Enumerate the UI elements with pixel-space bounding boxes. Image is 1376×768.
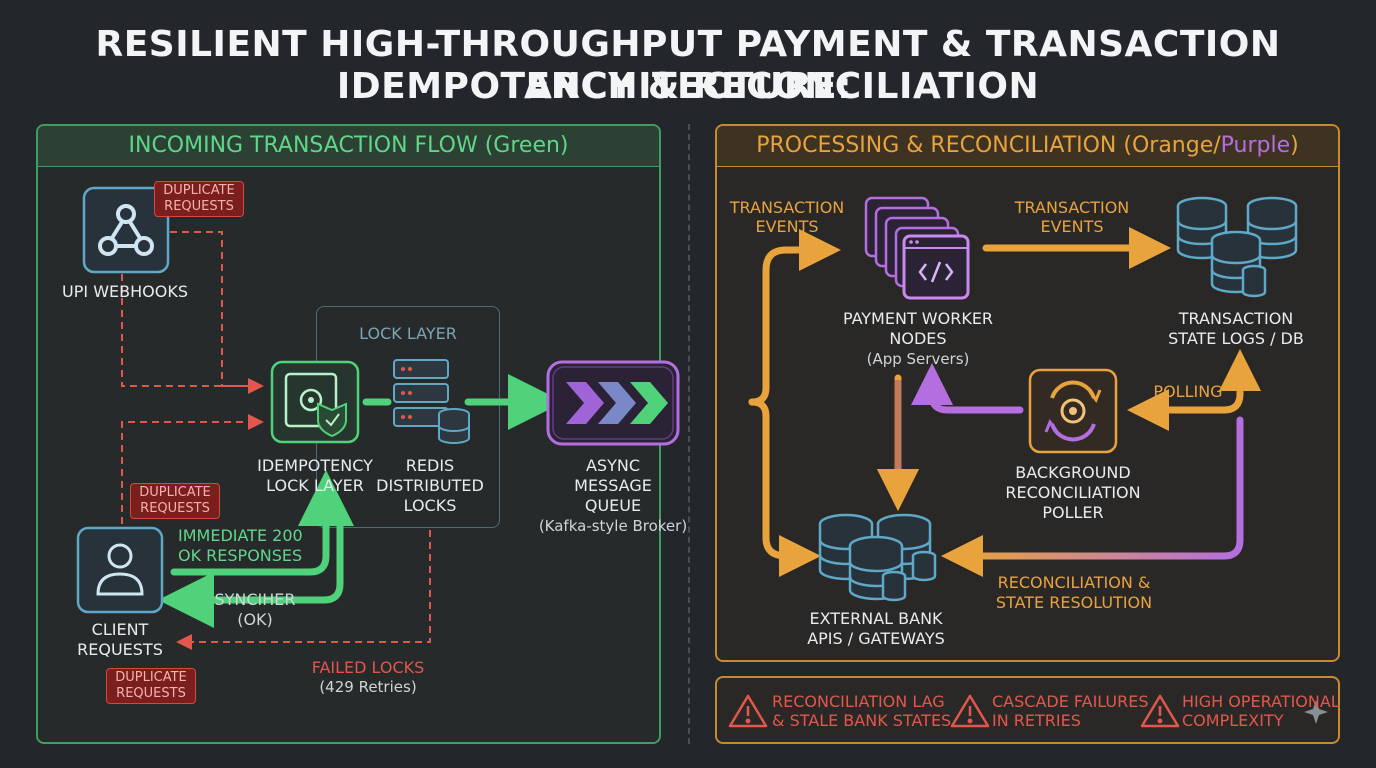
sync-label-2: (OK) [237, 610, 273, 629]
safe-lock-icon [270, 360, 360, 444]
warning-icon-1 [728, 694, 768, 728]
processing-title-prefix: PROCESSING & RECONCILIATION (Orange/ [756, 133, 1221, 158]
redis-server-icon [393, 359, 470, 444]
dup-bottom-line-2: REQUESTS [116, 686, 186, 701]
diagram-title-line-1: RESILIENT HIGH-THROUGHPUT PAYMENT & TRAN… [95, 24, 1281, 107]
risk-2-line-2: IN RETRIES [992, 711, 1081, 730]
risk-cascade-failures: CASCADE FAILURES IN RETRIES [992, 692, 1149, 730]
processing-header: PROCESSING & RECONCILIATION (Orange/Purp… [717, 126, 1338, 167]
processing-title-suffix: ) [1290, 133, 1299, 158]
workers-sub-label: (App Servers) [866, 350, 970, 368]
dup-mid-line-2: REQUESTS [140, 501, 210, 516]
bank-database-icon [818, 513, 937, 602]
client-label-2: REQUESTS [77, 640, 163, 659]
immediate-response-label-2: OK RESPONSES [178, 546, 303, 565]
worker-nodes-icon [864, 196, 970, 300]
queue-icon [546, 360, 680, 446]
events-left-label-1: TRANSACTION [729, 198, 845, 217]
incoming-flow-title: INCOMING TRANSACTION FLOW (Green) [128, 133, 569, 158]
bank-label-1: EXTERNAL BANK [809, 609, 943, 628]
duplicate-flow-client [121, 414, 264, 524]
reconciliation-label-2: STATE RESOLUTION [995, 593, 1153, 612]
risk-1-line-1: RECONCILIATION LAG [772, 692, 945, 711]
webhook-icon [82, 186, 170, 274]
idempotency-label-2: LOCK LAYER [266, 476, 364, 495]
risks-panel [715, 676, 1340, 744]
duplicate-requests-tag-top: DUPLICATE REQUESTS [154, 181, 244, 217]
queue-label-2: MESSAGE [574, 476, 652, 495]
bank-label-2: APIS / GATEWAYS [807, 629, 945, 648]
polling-label: POLLING [1153, 382, 1223, 401]
events-left-label-2: EVENTS [755, 217, 819, 236]
lock-layer-title: LOCK LAYER [359, 324, 457, 343]
green-flows [158, 374, 564, 628]
diagram-title-line-2: IDEMPOTENCY & RECONCILIATION [336, 66, 1040, 107]
dup-top-line-2: REQUESTS [164, 199, 234, 214]
risk-3-line-1: HIGH OPERATIONAL [1182, 692, 1340, 711]
risk-2-line-1: CASCADE FAILURES [992, 692, 1149, 711]
risk-3-line-2: COMPLEXITY [1182, 711, 1284, 730]
state-db-label-1: TRANSACTION [1178, 309, 1294, 328]
warning-icon-2 [950, 694, 990, 728]
sparkle-icon [1304, 700, 1328, 724]
dup-mid-line-1: DUPLICATE [139, 485, 211, 500]
risk-1-line-2: & STALE BANK STATES [772, 711, 952, 730]
failed-locks-label: FAILED LOCKS [311, 658, 425, 677]
queue-sub-label: (Kafka-style Broker) [538, 517, 688, 535]
queue-label-1: ASYNC [585, 456, 640, 475]
warning-icon-3 [1140, 694, 1180, 728]
panel-divider [688, 124, 690, 744]
queue-label-3: QUEUE [584, 496, 642, 515]
webhooks-label: UPI WEBHOOKS [62, 282, 188, 301]
duplicate-requests-tag-bottom: DUPLICATE REQUESTS [106, 668, 196, 704]
risk-reconciliation-lag: RECONCILIATION LAG & STALE BANK STATES [772, 692, 951, 730]
idempotency-label-1: IDEMPOTENCY [257, 456, 373, 475]
dup-bottom-line-1: DUPLICATE [115, 670, 187, 685]
immediate-response-label-1: IMMEDIATE 200 [178, 526, 303, 545]
state-database-icon [1176, 196, 1298, 298]
processing-title-purple: Purple [1220, 133, 1291, 158]
duplicate-requests-tag-mid: DUPLICATE REQUESTS [130, 483, 220, 519]
purple-flows [911, 363, 1024, 414]
poller-label-3: POLLER [1042, 503, 1104, 522]
poller-label-1: BACKGROUND [1015, 463, 1131, 482]
reconciliation-flow [941, 416, 1244, 577]
workers-label-1: PAYMENT WORKER [842, 309, 994, 328]
poller-label-2: RECONCILIATION [1005, 483, 1141, 502]
failed-locks-flow [176, 530, 431, 650]
state-db-label-2: STATE LOGS / DB [1168, 329, 1304, 348]
user-icon [76, 526, 164, 614]
duplicate-flow-webhooks [121, 231, 264, 394]
failed-locks-sub: (429 Retries) [319, 678, 417, 696]
reconciliation-label-1: RECONCILIATION & [997, 573, 1151, 592]
redis-label-2: DISTRIBUTED [376, 476, 484, 495]
workers-label-2: NODES [889, 329, 947, 348]
processing-title: PROCESSING & RECONCILIATION (Orange/Purp… [717, 126, 1338, 166]
reconciliation-gear-icon [1028, 368, 1118, 454]
risk-operational-complexity: HIGH OPERATIONAL COMPLEXITY [1182, 692, 1340, 730]
events-right-label-1: TRANSACTION [1014, 198, 1130, 217]
dup-top-line-1: DUPLICATE [163, 183, 235, 198]
incoming-flow-header: INCOMING TRANSACTION FLOW (Green) [38, 126, 659, 167]
events-right-label-2: EVENTS [1040, 217, 1104, 236]
redis-label-3: LOCKS [403, 496, 457, 515]
sync-label-1: SYNCIHER [214, 590, 296, 609]
redis-label-1: REDIS [405, 456, 455, 475]
client-label-1: CLIENT [91, 620, 149, 639]
